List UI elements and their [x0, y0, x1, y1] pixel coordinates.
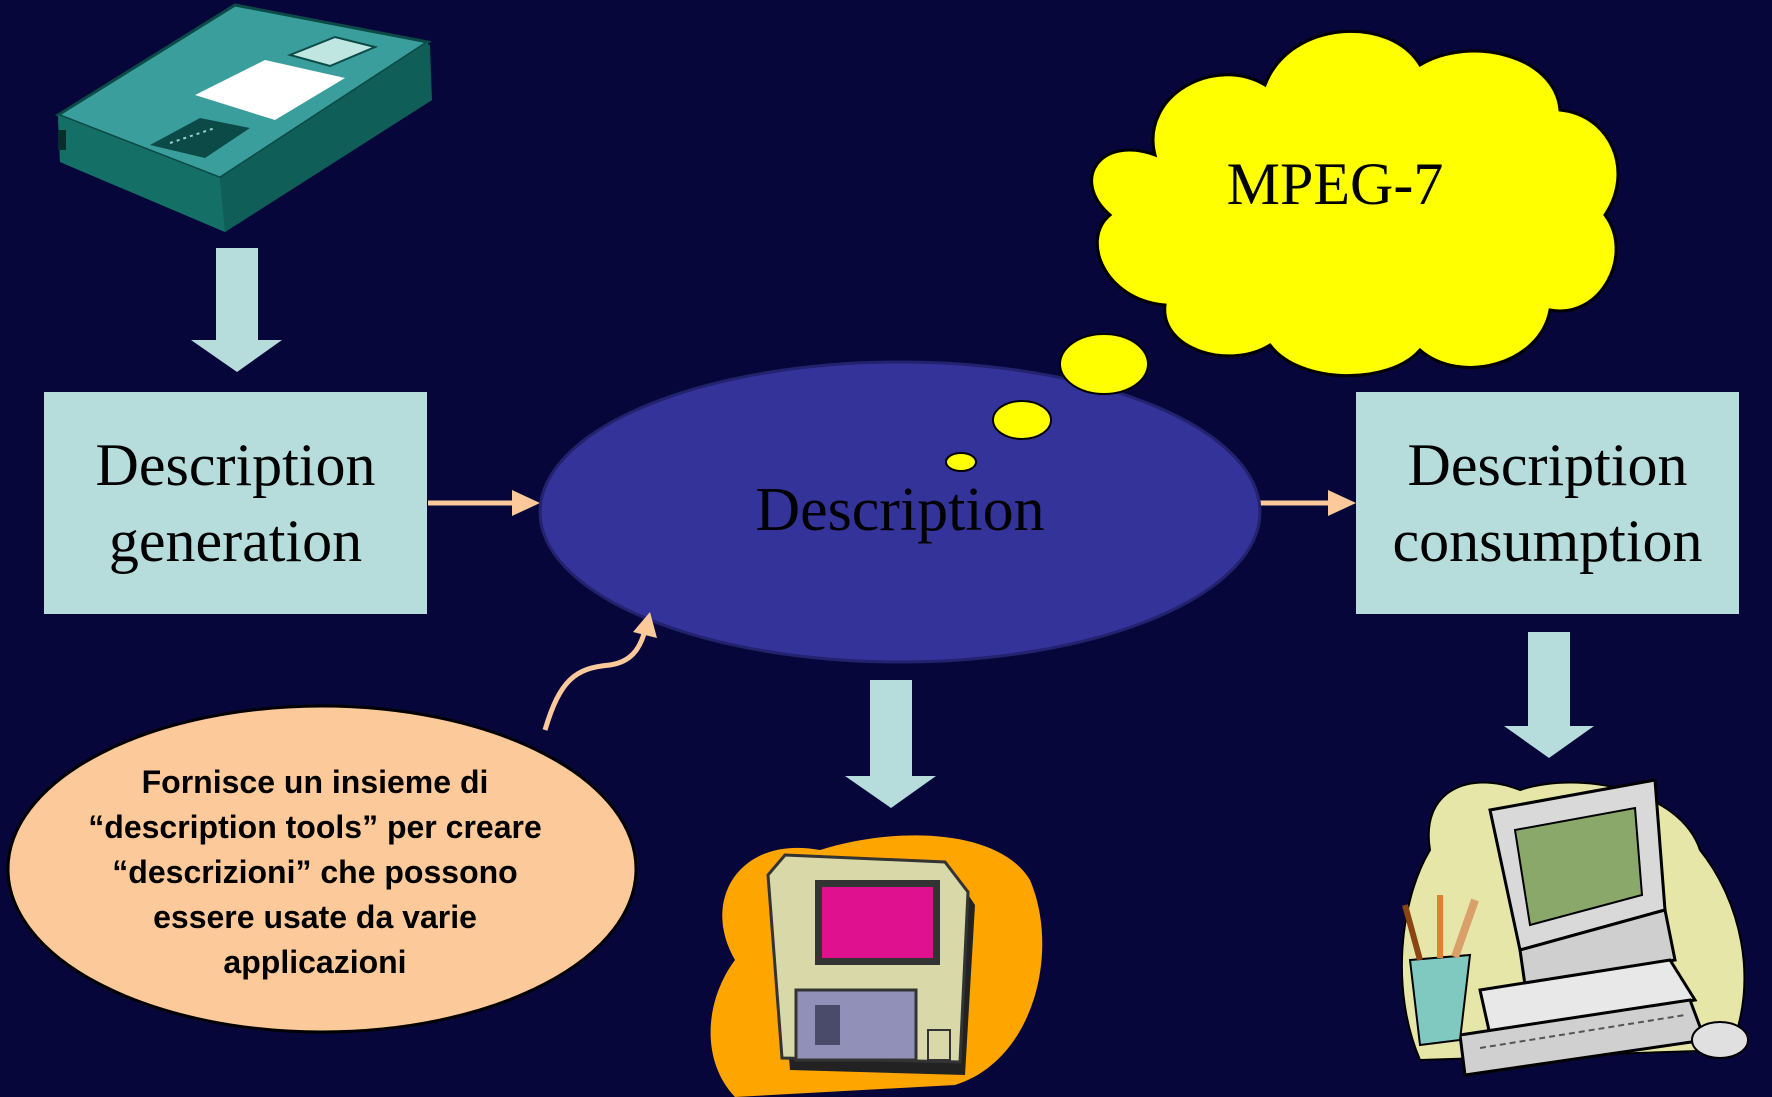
note-text: Fornisce un insieme di “description tool… — [30, 760, 600, 985]
arrow-description-to-consumption — [1258, 490, 1356, 516]
description-consumption-box: Description consumption — [1356, 392, 1739, 614]
note-line-3: “descrizioni” che possono — [112, 854, 518, 890]
computer-icon — [1400, 778, 1749, 1077]
box-consumption-line-2: consumption — [1392, 508, 1703, 574]
arrow-down-consumption — [1504, 632, 1594, 758]
note-ellipse — [6, 704, 638, 1034]
arrow-down-generation — [191, 248, 282, 372]
arrow-generation-to-description — [428, 490, 540, 516]
description-generation-box: Description generation — [44, 392, 427, 614]
note-line-1: Fornisce un insieme di — [141, 764, 489, 800]
floppy-disk-icon — [710, 835, 1043, 1097]
videotape-icon — [54, 3, 432, 232]
description-ellipse — [538, 360, 1262, 664]
arrow-down-description — [845, 680, 936, 808]
description-ellipse-label: Description — [755, 476, 1045, 544]
box-generation-line-2: generation — [108, 508, 363, 574]
note-line-2: “description tools” per creare — [88, 809, 542, 845]
note-connector-arrow — [542, 629, 648, 731]
box-generation-line-1: Description — [95, 432, 376, 498]
box-consumption-line-1: Description — [1407, 432, 1688, 498]
mpeg7-cloud — [1090, 29, 1620, 378]
note-line-4: essere usate da varie — [153, 899, 477, 935]
thought-bubbles — [945, 333, 1149, 472]
note-line-5: applicazioni — [223, 944, 407, 980]
mpeg7-cloud-label: MPEG-7 — [1226, 151, 1444, 217]
